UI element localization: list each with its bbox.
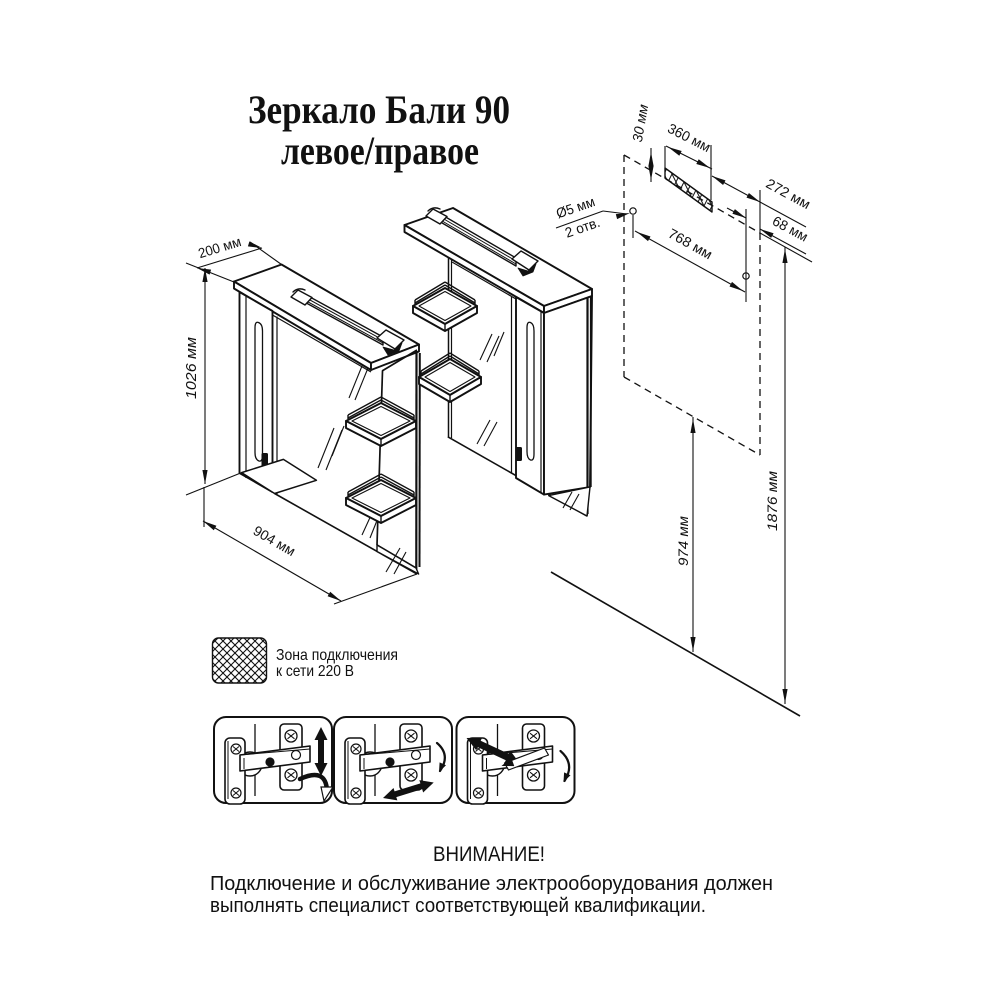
svg-text:выполнять специалист соответст: выполнять специалист соответствующей ква… — [210, 894, 706, 917]
svg-text:левое/правое: левое/правое — [281, 128, 479, 173]
svg-text:к сети 220 В: к сети 220 В — [276, 663, 354, 680]
svg-text:1026 мм: 1026 мм — [183, 337, 200, 399]
svg-text:Зона подключения: Зона подключения — [276, 647, 398, 664]
svg-text:Подключение и обслуживание эле: Подключение и обслуживание электрооборуд… — [210, 872, 773, 895]
svg-text:30 мм: 30 мм — [629, 103, 651, 144]
svg-text:1876 мм: 1876 мм — [764, 471, 780, 531]
svg-text:974 мм: 974 мм — [675, 516, 691, 566]
svg-text:ВНИМАНИЕ!: ВНИМАНИЕ! — [433, 842, 545, 866]
svg-text:Зеркало Бали 90: Зеркало Бали 90 — [248, 87, 510, 132]
